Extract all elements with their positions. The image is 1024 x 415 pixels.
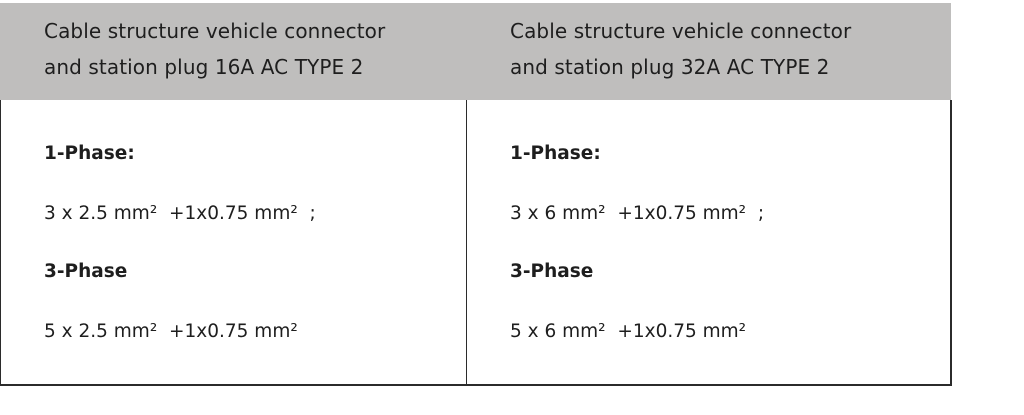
- single-phase-label: 1-Phase:: [44, 143, 135, 164]
- column-divider: [466, 100, 467, 384]
- table-body-row: 1-Phase: 3 x 2.5 mm² +1x0.75 mm² ; 3-Pha…: [0, 100, 952, 386]
- header-32a-line2: and station plug 32A AC TYPE 2: [510, 55, 830, 79]
- header-32a-line1: Cable structure vehicle connector: [510, 19, 852, 43]
- cable-structure-table: Cable structure vehicle connector and st…: [0, 3, 952, 386]
- single-phase-value: 3 x 6 mm² +1x0.75 mm² ;: [510, 203, 765, 224]
- three-phase-label: 3-Phase: [510, 261, 594, 282]
- three-phase-label: 3-Phase: [44, 261, 128, 282]
- three-phase-value: 5 x 2.5 mm² +1x0.75 mm²: [44, 321, 298, 342]
- table-header-row: Cable structure vehicle connector and st…: [0, 3, 951, 100]
- single-phase-value: 3 x 2.5 mm² +1x0.75 mm² ;: [44, 203, 316, 224]
- header-cell-32a: Cable structure vehicle connector and st…: [510, 13, 940, 85]
- three-phase-value: 5 x 6 mm² +1x0.75 mm²: [510, 321, 747, 342]
- header-cell-16a: Cable structure vehicle connector and st…: [44, 13, 464, 85]
- single-phase-label: 1-Phase:: [510, 143, 601, 164]
- header-16a-line1: Cable structure vehicle connector: [44, 19, 386, 43]
- header-16a-line2: and station plug 16A AC TYPE 2: [44, 55, 364, 79]
